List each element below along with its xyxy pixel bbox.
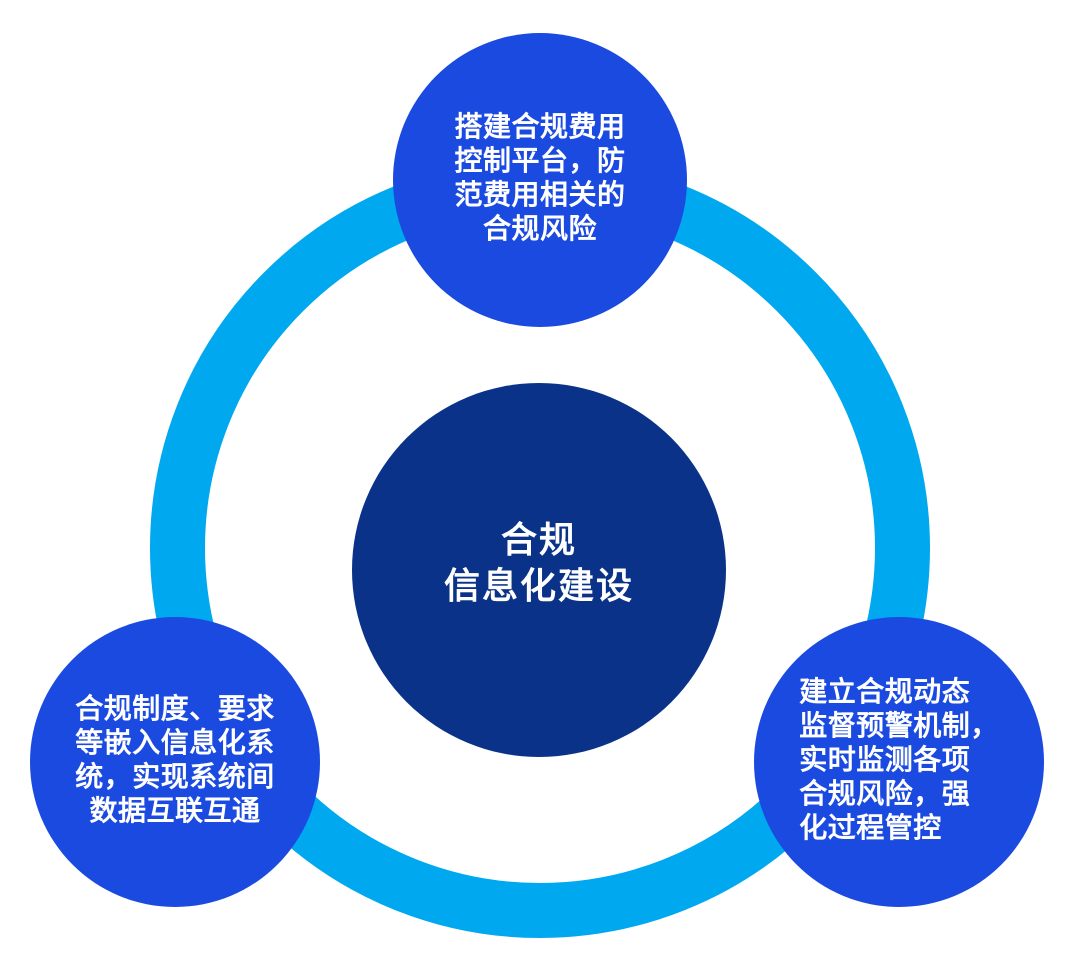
node-left-label: 合规制度、要求 等嵌入信息化系 统，实现系统间 数据互联互通 (75, 693, 275, 826)
node-top-expense-platform: 搭建合规费用 控制平台，防 范费用相关的 合规风险 (393, 33, 687, 327)
node-top-label: 搭建合规费用 控制平台，防 范费用相关的 合规风险 (454, 111, 626, 244)
center-hub-label: 合规 信息化建设 (443, 519, 634, 606)
node-right-monitoring: 建立合规动态 监督预警机制， 实时监测各项 合规风险，强 化过程管控 (754, 617, 1044, 907)
center-hub-circle: 合规 信息化建设 (352, 383, 726, 757)
node-right-label: 建立合规动态 监督预警机制， 实时监测各项 合规风险，强 化过程管控 (799, 676, 999, 843)
node-left-system-embedding: 合规制度、要求 等嵌入信息化系 统，实现系统间 数据互联互通 (30, 617, 320, 907)
